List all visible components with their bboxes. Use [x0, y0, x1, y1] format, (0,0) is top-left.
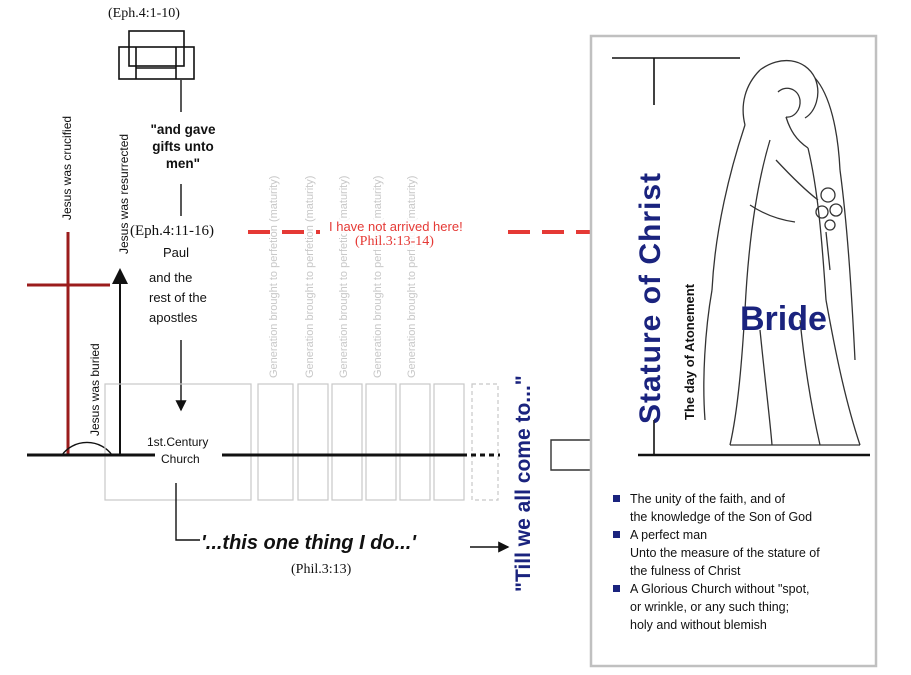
bullet-line: The unity of the faith, and of — [630, 492, 785, 506]
stature-bullet-list: The unity of the faith, and of the knowl… — [613, 490, 873, 634]
paul-label: Paul — [163, 245, 190, 260]
bullet-line: A perfect man — [630, 528, 708, 542]
bullet-item: A Glorious Church without "spot, or wrin… — [613, 580, 873, 634]
rest-label-1: and the — [149, 270, 193, 285]
generation-label: Generation brought to perfetion (maturit… — [338, 175, 350, 378]
one-thing-bracket — [175, 483, 200, 541]
church-label-1: 1st.Century — [147, 435, 209, 449]
resurrected-label: Jesus was resurrected — [117, 133, 131, 254]
ref-phil-3-13: (Phil.3:13) — [291, 562, 352, 577]
crucified-label: Jesus was crucified — [60, 115, 74, 220]
not-arrived-text: I have not arrived here! — [327, 219, 465, 234]
bullet-item: A perfect man Unto the measure of the st… — [613, 526, 873, 580]
bullet-line: A Glorious Church without "spot, — [630, 582, 810, 596]
bullet-line: holy and without blemish — [630, 618, 767, 632]
ref-eph-4-11-16: (Eph.4:11-16) — [130, 223, 215, 239]
bride-illustration — [703, 59, 861, 446]
bullet-item: The unity of the faith, and of the knowl… — [613, 490, 873, 526]
buried-label: Jesus was buried — [88, 343, 102, 436]
gave-gifts-text: "and gave gifts unto men" — [150, 122, 216, 171]
gift-icon — [118, 30, 195, 80]
tomb-arc — [61, 441, 113, 456]
stature-title: Stature of Christ — [634, 171, 667, 424]
till-we-all-text: "Till we all come to..." — [512, 375, 535, 592]
bullet-line: the knowledge of the Son of God — [630, 510, 813, 524]
one-thing-text: '...this one thing I do...' — [201, 532, 417, 554]
bride-label: Bride — [740, 300, 827, 338]
church-label-2: Church — [161, 452, 200, 466]
rest-label-2: rest of the — [149, 290, 207, 305]
generation-label: Generation brought to perfetion (maturit… — [406, 175, 418, 378]
stature-bracket — [612, 57, 870, 457]
generation-label: Generation brought to perfetion (maturit… — [268, 175, 280, 378]
bullet-line: Unto the measure of the stature of — [630, 546, 820, 560]
stature-panel — [589, 34, 878, 668]
bullet-line: or wrinkle, or any such thing; — [630, 600, 790, 614]
church-box — [104, 383, 252, 501]
rest-label-3: apostles — [149, 310, 198, 325]
generation-label: Generation brought to perfetion (maturit… — [304, 175, 316, 378]
atonement-label: The day of Atonement — [682, 283, 697, 420]
ref-phil-3-13-14: (Phil.3:13-14) — [353, 234, 436, 250]
ref-eph-4-1-10: (Eph.4:1-10) — [108, 6, 180, 21]
generation-boxes — [257, 383, 499, 501]
bullet-line: the fulness of Christ — [630, 564, 741, 578]
cross-icon — [27, 232, 110, 455]
generation-label: Generation brought to perfetion (maturit… — [372, 175, 384, 378]
